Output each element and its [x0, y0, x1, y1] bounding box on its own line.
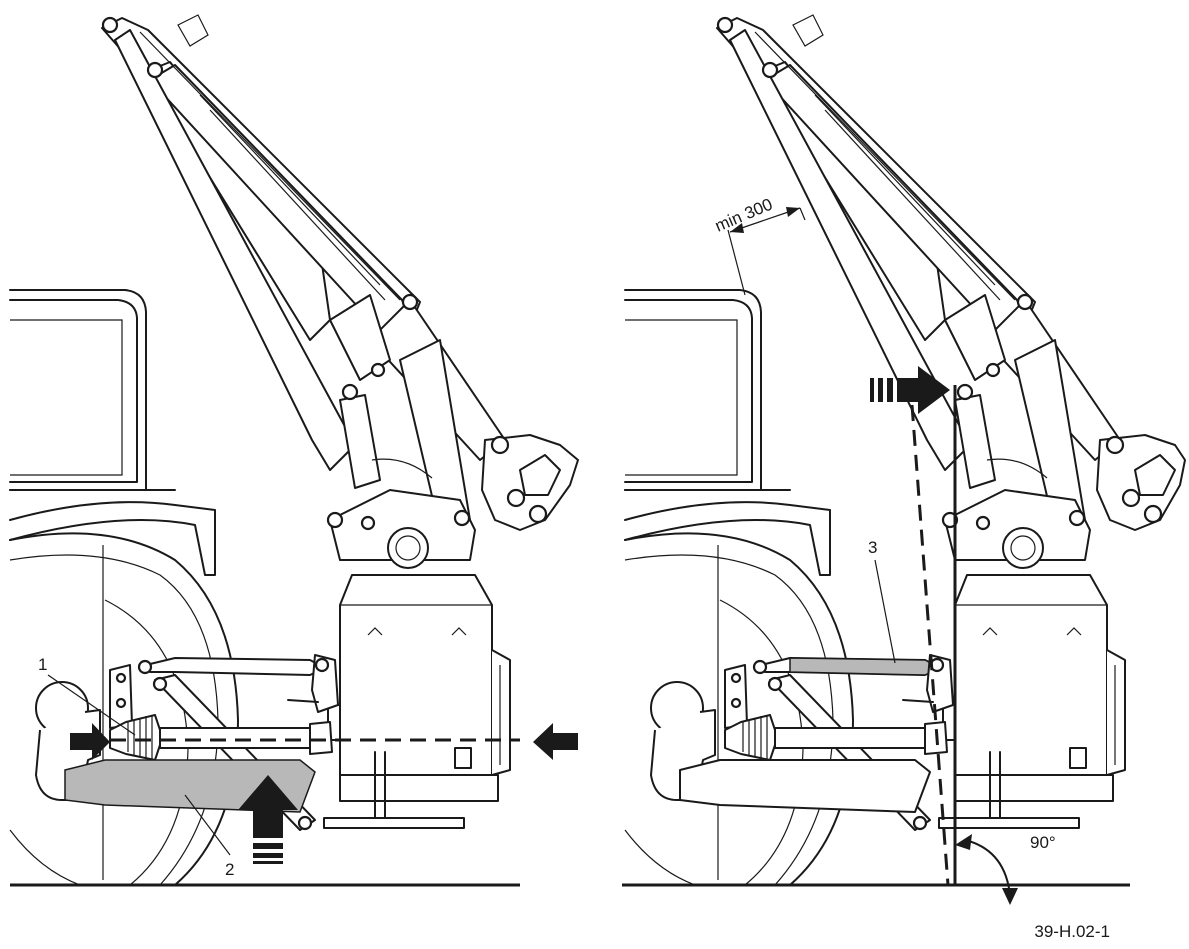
right-panel: min 300 90° 3 [622, 14, 1186, 905]
three-point-linkage-right [679, 654, 954, 831]
crane-boom-right [716, 14, 1186, 569]
tilt-dashed-line [910, 404, 950, 886]
figure-reference-code: 39-H.02-1 [1034, 922, 1110, 941]
arrow-right-icon [70, 723, 110, 760]
callout-2: 2 [225, 860, 234, 879]
left-panel: 1 2 [9, 14, 579, 887]
arrow-right-push-icon [870, 366, 950, 414]
tractor-wheel-right [624, 532, 854, 886]
pto-shaft-right [724, 714, 948, 761]
tractor-wheel-left [9, 532, 239, 886]
tractor-cab-right [624, 289, 791, 491]
angle-label: 90° [1030, 833, 1056, 852]
callout-3: 3 [868, 538, 877, 557]
angle-indicator [955, 834, 1018, 905]
tractor-fender-right [624, 501, 831, 576]
tractor-cab-left [9, 289, 176, 491]
crane-base-right [938, 574, 1126, 829]
callout-leader-3 [874, 559, 896, 664]
callout-leader-2 [184, 794, 231, 856]
crane-boom-left [101, 14, 579, 569]
callout-1: 1 [38, 655, 47, 674]
min-distance-dimension [727, 207, 806, 296]
arrow-left-icon [533, 723, 578, 760]
top-link-highlight [789, 657, 942, 676]
tractor-fender-left [9, 501, 216, 576]
arrow-up-icon [238, 775, 298, 864]
min-distance-label: min 300 [712, 195, 775, 236]
callout-leader-1 [47, 674, 136, 736]
crane-base-left [323, 574, 511, 829]
